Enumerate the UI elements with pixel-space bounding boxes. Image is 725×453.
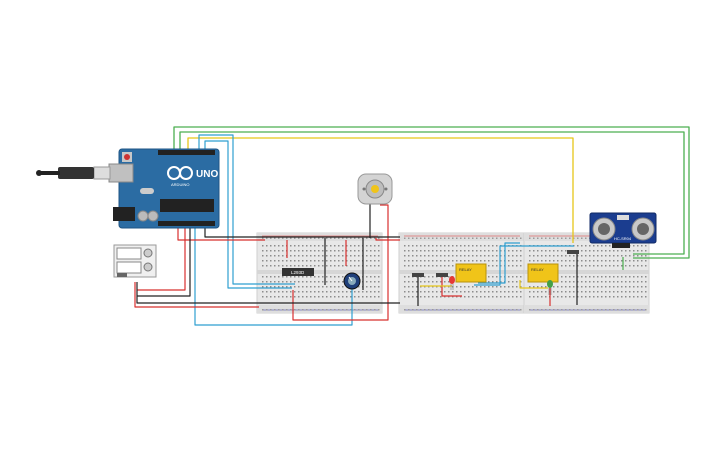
wire-black-1: [137, 228, 191, 297]
led-green[interactable]: [547, 280, 553, 295]
battery-pack[interactable]: [113, 244, 157, 278]
relay-1-label: RELAY: [459, 267, 472, 272]
wire-green-inner: [179, 131, 685, 255]
wire-green-outer: [173, 126, 690, 259]
resistor-1[interactable]: [412, 273, 424, 277]
arduino-brand-label: ARDUINO: [171, 182, 189, 187]
wire-red-5: [375, 238, 400, 241]
relay-2-label: RELAY: [531, 267, 544, 272]
atmega-chip: [160, 199, 214, 212]
wire-blue-1: [198, 134, 295, 285]
potentiometer[interactable]: [343, 272, 361, 290]
wire-red-1: [137, 228, 186, 291]
arduino-model-label: UNO: [196, 169, 218, 180]
wire-yellow: [187, 137, 574, 243]
ic-chip-label: L293D: [291, 270, 305, 275]
power-jack: [113, 207, 135, 221]
arduino-uno-board[interactable]: UNO ARDUINO: [108, 148, 220, 229]
wire-blue-5: [478, 242, 520, 284]
relay-1[interactable]: RELAY: [455, 263, 487, 283]
wire-red-4: [292, 204, 389, 321]
arduino-logo: [167, 166, 193, 180]
wire-black-2: [204, 228, 400, 238]
wire-blue-3: [194, 228, 353, 326]
resistor-3[interactable]: [567, 250, 579, 254]
usb-port: [108, 163, 134, 183]
wire-red-3: [134, 282, 259, 308]
wire-red-2: [177, 228, 265, 241]
resistor-2[interactable]: [436, 273, 448, 277]
usb-cable[interactable]: [36, 166, 111, 180]
led-red[interactable]: [449, 276, 455, 290]
wires: [134, 126, 690, 326]
relay-2[interactable]: RELAY: [527, 263, 559, 283]
wire-yellow-3: [519, 280, 548, 289]
wire-blue-2: [204, 140, 292, 289]
wire-black-3: [136, 282, 400, 304]
dc-motor[interactable]: [357, 173, 393, 205]
ultrasonic-sensor-label: HC-SR04: [614, 236, 632, 241]
ultrasonic-sensor[interactable]: HC-SR04: [589, 212, 657, 248]
ic-chip[interactable]: L293D: [282, 268, 314, 276]
wire-blue-4: [474, 245, 574, 286]
wire-red-8: [441, 277, 462, 297]
